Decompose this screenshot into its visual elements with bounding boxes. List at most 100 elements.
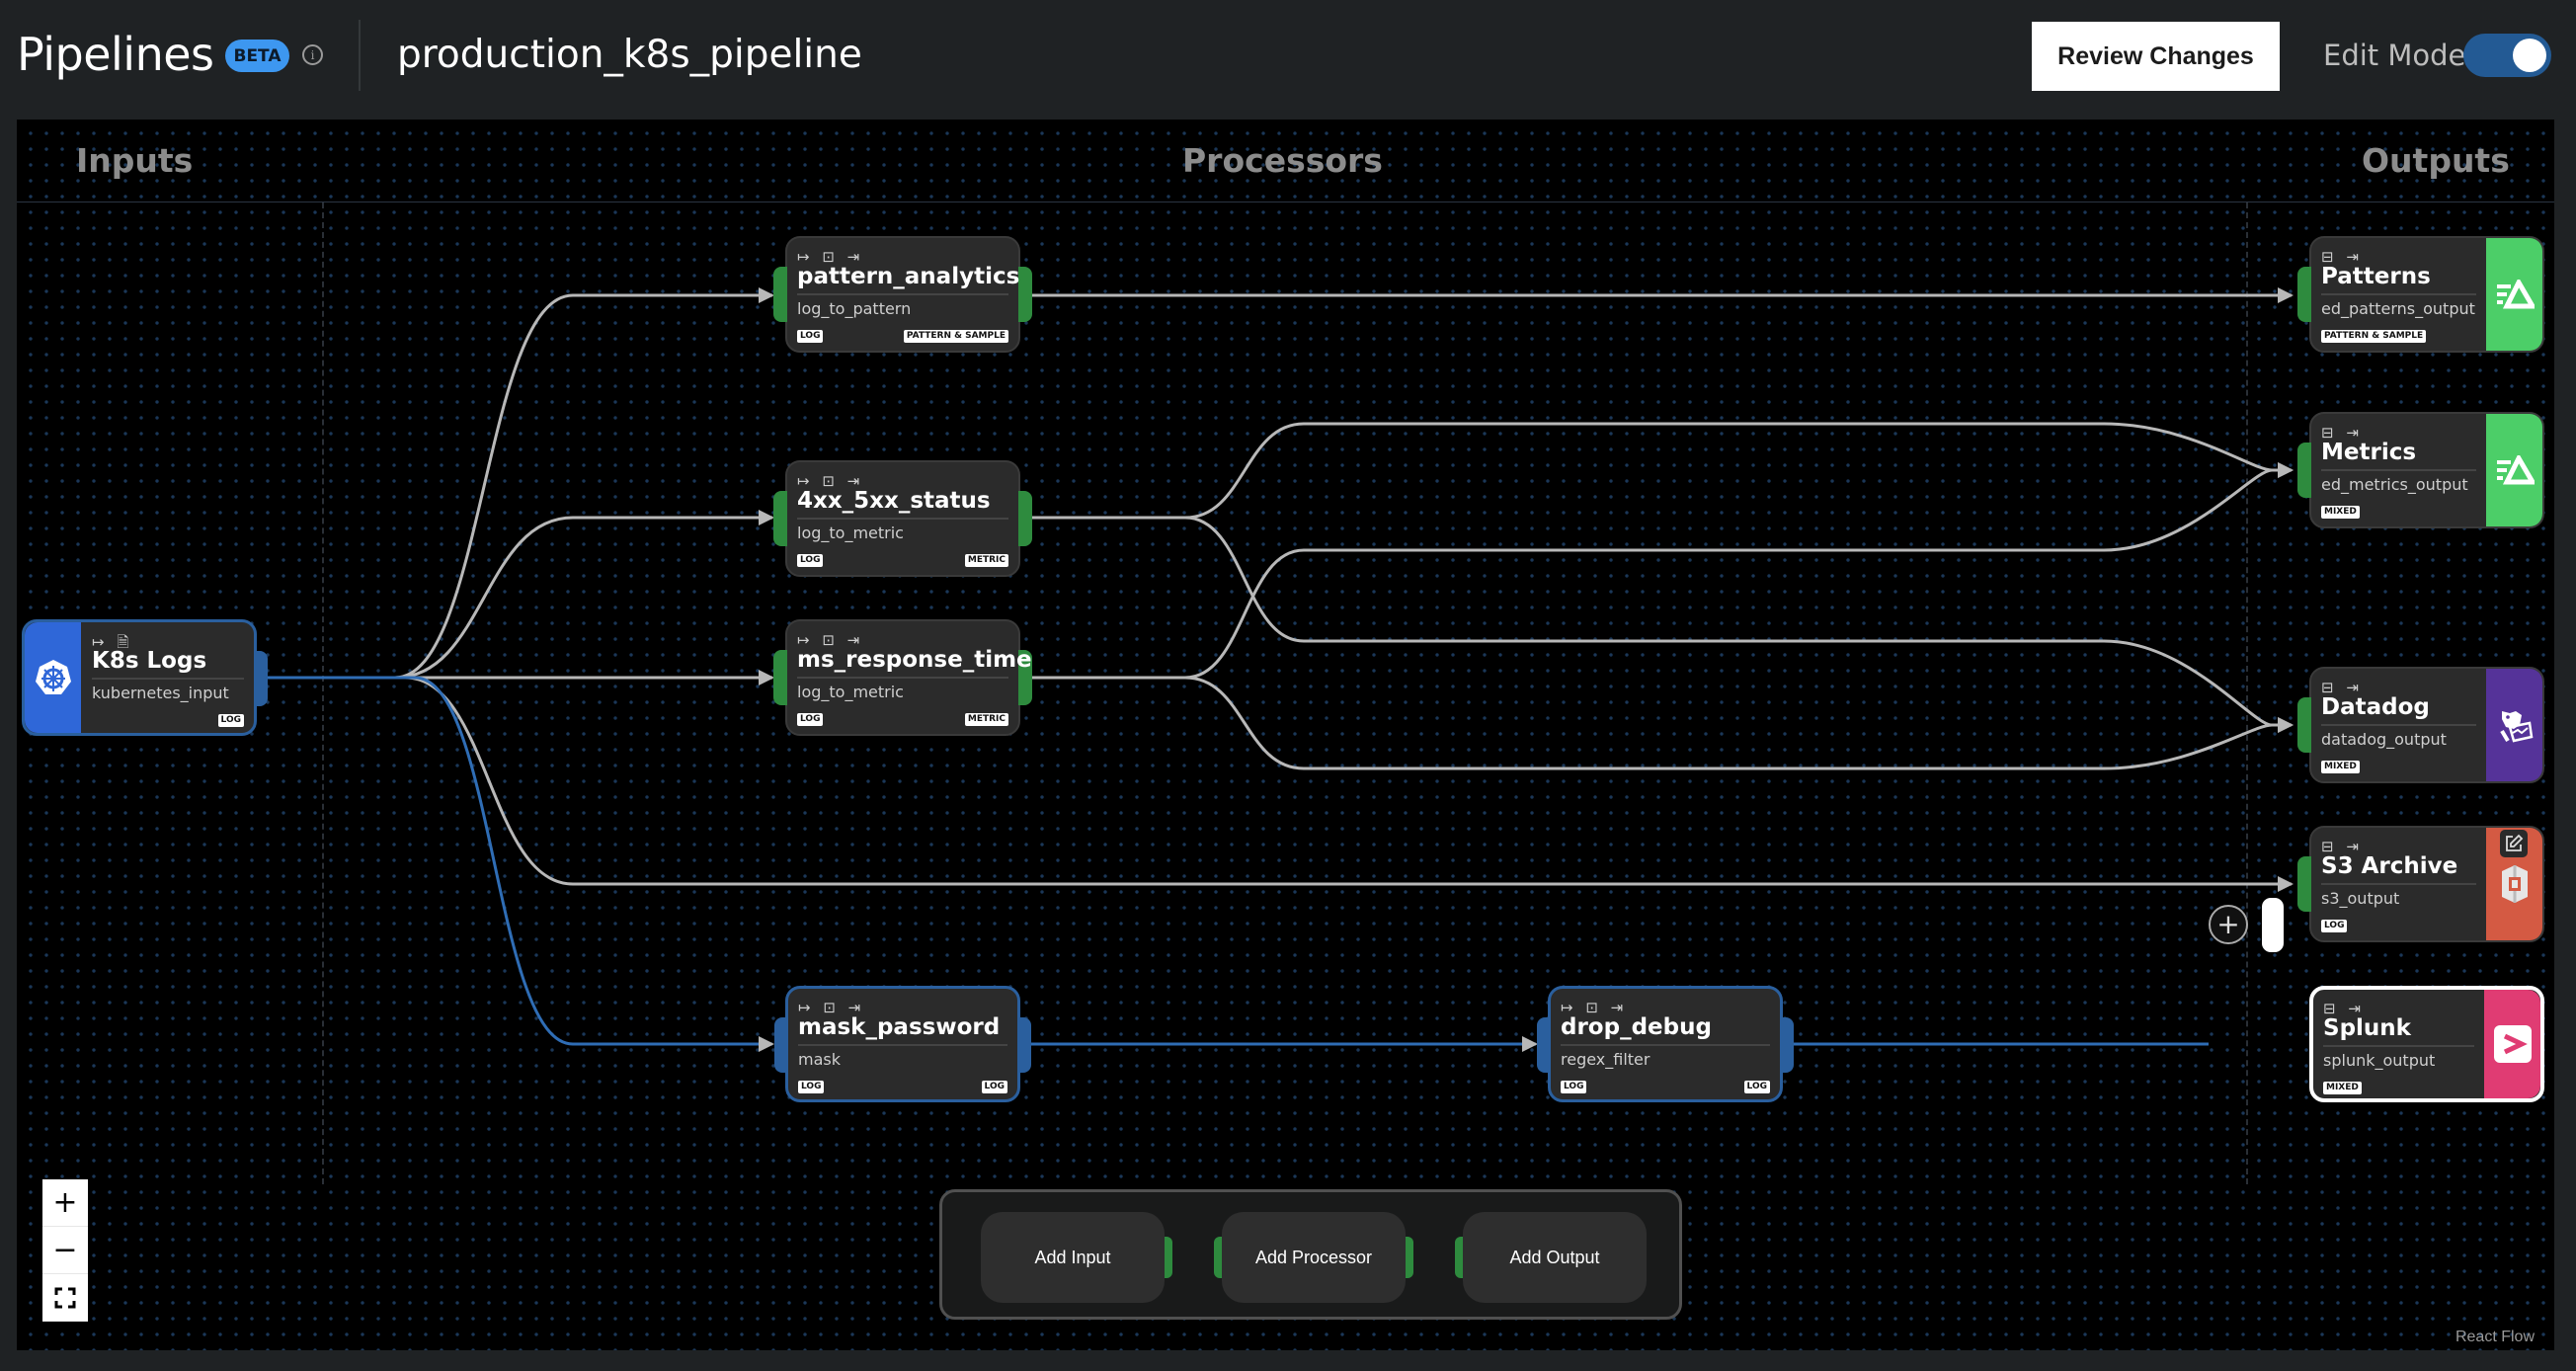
- node-title: S3 Archive: [2321, 853, 2458, 879]
- node-action-icons[interactable]: ⊟ ⇥: [2321, 424, 2363, 442]
- add-output-button[interactable]: Add Output: [1455, 1212, 1647, 1303]
- input-handle[interactable]: [2297, 697, 2311, 753]
- edge-k8s-logs-to-s3-archive[interactable]: [268, 676, 2294, 892]
- edge-4xx-5xx-status-to-datadog[interactable]: [1030, 516, 2294, 733]
- zoom-in-button[interactable]: +: [42, 1179, 88, 1227]
- edge-k8s-logs-to-pattern-analytics[interactable]: [268, 287, 774, 680]
- fit-view-button[interactable]: [42, 1274, 88, 1322]
- data-type-badge: LOG: [1743, 1081, 1770, 1093]
- fit-view-icon: [54, 1287, 76, 1308]
- node-subtitle: log_to_pattern: [797, 299, 912, 318]
- data-type-badge: LOG: [797, 554, 824, 567]
- node-action-icons[interactable]: ↦ ⊡ ⇥: [797, 631, 864, 649]
- edge-k8s-logs-to-mask-password[interactable]: [268, 676, 774, 1052]
- edit-mode-label: Edit Mode: [2323, 39, 2466, 72]
- node-subtitle: kubernetes_input: [92, 684, 229, 702]
- input-handle[interactable]: [1537, 1017, 1551, 1073]
- node-subtitle: splunk_output: [2323, 1051, 2436, 1070]
- edge-4xx-5xx-status-to-metrics[interactable]: [1030, 422, 2294, 520]
- node-action-icons[interactable]: ⊟ ⇥: [2321, 248, 2363, 266]
- add-processor-button[interactable]: Add Processor: [1214, 1212, 1413, 1303]
- add-input-button[interactable]: Add Input: [981, 1212, 1172, 1303]
- handle: [1455, 1237, 1463, 1278]
- node-subtitle: log_to_metric: [797, 524, 904, 542]
- input-handle[interactable]: [773, 491, 787, 546]
- splunk-icon: [2484, 990, 2540, 1098]
- node-divider: [2321, 724, 2476, 726]
- node-title: Metrics: [2321, 440, 2417, 465]
- beta-badge: BETA: [225, 40, 289, 72]
- node-divider: [797, 518, 1008, 520]
- node-subtitle: ed_metrics_output: [2321, 475, 2468, 494]
- node-divider: [797, 677, 1008, 679]
- input-handle[interactable]: [774, 1017, 788, 1073]
- node-subtitle: mask: [798, 1050, 841, 1069]
- add-processor-label: Add Processor: [1254, 1247, 1373, 1267]
- output-handle[interactable]: [1780, 1017, 1794, 1073]
- edge-k8s-logs-to-4xx-5xx-status[interactable]: [268, 510, 774, 680]
- output-handle[interactable]: [1018, 491, 1032, 546]
- info-icon[interactable]: i: [302, 44, 323, 65]
- data-type-badge: LOG: [797, 713, 824, 726]
- input-handle[interactable]: [2297, 443, 2311, 498]
- node-title: 4xx_5xx_status: [797, 488, 991, 514]
- node-action-icons[interactable]: ⊟ ⇥: [2323, 1000, 2365, 1017]
- node-subtitle: regex_filter: [1561, 1050, 1650, 1069]
- add-node-plus-button[interactable]: +: [2209, 905, 2248, 944]
- node-action-icons[interactable]: ↦ ⊡ ⇥: [797, 472, 864, 490]
- output-handle[interactable]: [1018, 267, 1032, 322]
- add-output-label: Add Output: [1509, 1247, 1600, 1267]
- node-title: mask_password: [798, 1014, 1001, 1040]
- input-handle[interactable]: [773, 267, 787, 322]
- handle: [1406, 1237, 1413, 1278]
- add-node-toolbar: Add Input Add Processor Add Output: [939, 1189, 1682, 1320]
- connection-handle[interactable]: [2262, 898, 2284, 952]
- react-flow-attribution[interactable]: React Flow: [2455, 1329, 2535, 1345]
- node-action-icons[interactable]: ↦ ⊡ ⇥: [798, 999, 865, 1016]
- output-handle[interactable]: [254, 651, 268, 706]
- zoom-out-button[interactable]: −: [42, 1227, 88, 1274]
- column-header-inputs: Inputs: [76, 141, 194, 180]
- edge-ms-response-time-to-datadog[interactable]: [1030, 676, 2294, 770]
- review-changes-button[interactable]: Review Changes: [2032, 22, 2280, 91]
- node-action-icons[interactable]: ↦ ⊡ ⇥: [1561, 999, 1628, 1016]
- pipeline-canvas[interactable]: Inputs Processors Outputs Add Input Add …: [17, 120, 2554, 1350]
- edge-ms-response-time-to-metrics[interactable]: [1030, 462, 2294, 680]
- input-handle[interactable]: [2297, 856, 2311, 912]
- node-divider: [2323, 1045, 2474, 1047]
- node-action-icons[interactable]: ↦ ⊡ ⇥: [797, 248, 864, 266]
- node-divider: [2321, 883, 2476, 885]
- input-handle[interactable]: [2297, 267, 2311, 322]
- output-handle[interactable]: [1017, 1017, 1031, 1073]
- output-handle[interactable]: [1018, 650, 1032, 705]
- page-title: Pipelines: [17, 28, 214, 81]
- edit-mode-toggle[interactable]: [2463, 34, 2551, 77]
- data-type-badge: LOG: [2321, 920, 2348, 932]
- kubernetes-icon: [25, 622, 81, 733]
- node-title: K8s Logs: [92, 648, 207, 674]
- handle: [1214, 1237, 1222, 1278]
- edit-node-button[interactable]: [2500, 830, 2528, 857]
- node-action-icons[interactable]: ⊟ ⇥: [2321, 838, 2363, 855]
- node-action-icons[interactable]: ↦ 🗎: [92, 633, 133, 651]
- node-action-icons[interactable]: ⊟ ⇥: [2321, 679, 2363, 696]
- input-handle[interactable]: [773, 650, 787, 705]
